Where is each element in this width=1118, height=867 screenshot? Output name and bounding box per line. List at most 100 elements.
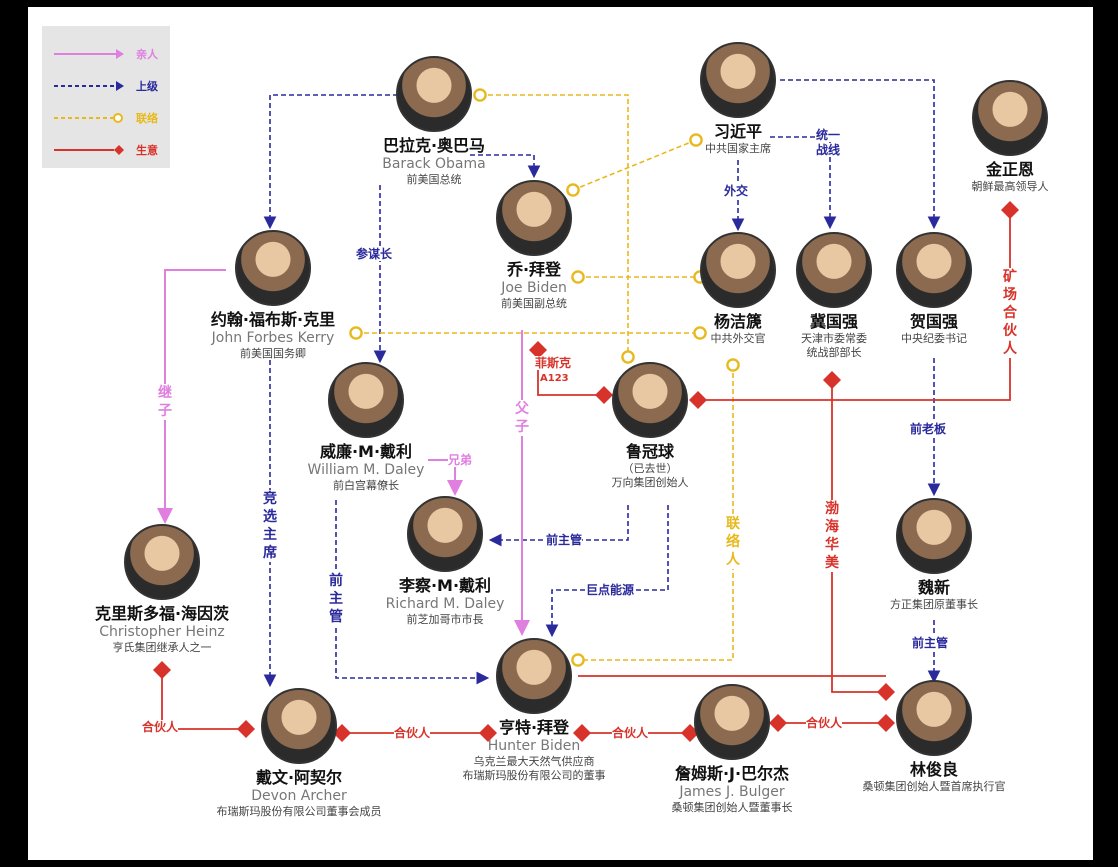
family-arrow-icon [54,49,124,59]
person-bulger: 詹姆斯·J·巴尔杰 James J. Bulger 桑顿集团创始人暨董事长 [642,684,822,815]
label-jizi: 继子 [157,384,173,420]
line-xi-biden [566,133,703,197]
portrait-icon [328,362,404,438]
line-xi-he [780,79,941,230]
person-name-cn: 亨特·拜登 [498,718,570,737]
business-line-icon [54,145,124,155]
label-fuzi: 父子 [514,400,530,436]
person-title: 前白宫幕僚长 [333,479,399,492]
person-name-cn: 金正恩 [985,160,1034,179]
label-zhanxian: 战线 [816,143,841,157]
label-fisker: 菲斯克 [535,356,572,370]
person-richard-daley: 李察·M·戴利 Richard M. Daley 前芝加哥市市長 [355,496,535,627]
label-kuangchang: 矿场合伙人 [1002,268,1018,358]
label-qianzhuguan-v: 前主管 [328,572,344,626]
legend-label: 亲人 [136,48,158,61]
label-xiongdi: 兄弟 [448,453,473,467]
person-xi: 习近平 中共国家主席 [648,42,828,156]
person-title: 前美国副总统 [501,297,567,310]
person-name-cn: 乔·拜登 [506,260,562,279]
portrait-icon [407,496,483,572]
person-william-daley: 威廉·M·戴利 William M. Daley 前白宫幕僚长 [276,362,456,493]
label-judian: 巨点能源 [586,583,635,597]
person-title: 万向集团创始人 [611,476,689,489]
person-ji: 冀国强 天津市委常委 统战部部长 [744,232,924,360]
person-lu: 鲁冠球 （已去世） 万向集团创始人 [560,362,740,490]
line-yang-hunter [571,358,740,667]
person-name-en: Joe Biden [501,280,567,296]
label-waijiao: 外交 [724,184,749,198]
person-name-en: Hunter Biden [487,738,581,754]
person-title: 亨氏集团继承人之一 [112,641,212,654]
portrait-icon [694,684,770,760]
legend-label: 生意 [136,144,158,157]
label-tongyi: 统一 [816,128,841,142]
legend-label: 联络 [136,112,158,125]
portrait-icon [896,232,972,308]
liaison-line-icon [54,113,123,123]
person-name-cn: 习近平 [713,122,762,141]
label-bohai: 渤海华美 [824,500,840,572]
person-name-cn: 鲁冠球 [625,442,674,461]
line-wdaley-hunter [335,500,490,685]
person-title: 天津市委常委 [801,332,867,345]
person-title: 中央纪委书记 [901,332,967,345]
portrait-icon [496,638,572,714]
person-title: 中共国家主席 [705,142,771,155]
person-biden: 乔·拜登 Joe Biden 前美国副总统 [444,180,624,311]
portrait-icon [700,232,776,308]
legend: 亲人 上级 联络 生意 [42,26,170,168]
person-obama: 巴拉克·奥巴马 Barack Obama 前美国总统 [344,56,524,187]
portrait-icon [896,498,972,574]
person-name-cn: 巴拉克·奥巴马 [382,136,486,155]
label-qianzhuguan-lu: 前主管 [546,533,583,547]
portrait-icon [612,362,688,438]
person-title: 桑顿集团创始人暨首席执行官 [862,780,1006,793]
legend-item-business: 生意 [54,142,164,158]
line-lu-hunter [545,505,669,638]
portrait-icon [896,680,972,756]
person-title-2: 统战部部长 [806,346,862,359]
person-title: 桑顿集团创始人暨董事长 [671,801,793,814]
person-note: （已去世） [622,462,678,475]
person-name-en: Richard M. Daley [385,596,505,612]
label-partner-hunter-bulger: 合伙人 [612,726,649,740]
person-name-cn: 李察·M·戴利 [398,576,492,595]
person-name-en: Barack Obama [382,156,486,172]
person-name-cn: 约翰·福布斯·克里 [210,310,336,329]
line-obama-kerry [263,94,398,230]
person-archer: 戴文·阿契尔 Devon Archer 布瑞斯玛股份有限公司董事会成员 [204,688,394,819]
portrait-icon [235,230,311,306]
portrait-icon [396,56,472,132]
person-title: 中共外交官 [710,332,766,345]
person-lin: 林俊良 桑顿集团创始人暨首席执行官 [834,680,1034,794]
line-ji-lin [823,371,895,701]
person-name-en: Devon Archer [251,788,347,804]
label-lianluoren: 联络人 [725,515,741,569]
person-name-cn: 克里斯多福·海因茨 [94,604,230,623]
person-title: 前美国总统 [406,173,462,186]
person-name-en: James J. Bulger [679,784,785,800]
portrait-icon [700,42,776,118]
person-title: 前芝加哥市市長 [406,613,484,626]
label-a123: A123 [540,372,569,386]
portrait-icon [124,524,200,600]
person-kim: 金正恩 朝鲜最高领导人 [920,80,1100,194]
person-name-cn: 魏新 [917,578,950,597]
person-hunter: 亨特·拜登 Hunter Biden 乌克兰最大天然气供应商 布瑞斯玛股份有限公… [444,638,624,783]
person-name-cn: 戴文·阿契尔 [255,768,343,787]
person-yang: 杨洁篪 中共外交官 [648,232,828,346]
person-name-en: William M. Daley [307,462,425,478]
portrait-icon [261,688,337,764]
legend-label: 上级 [136,80,158,93]
line-kerry-heinz [157,269,226,524]
person-name-en: John Forbes Kerry [211,330,335,346]
person-heinz: 克里斯多福·海因茨 Christopher Heinz 亨氏集团继承人之一 [72,524,252,655]
person-name-cn: 冀国强 [809,312,858,331]
person-title: 方正集团原董事长 [890,598,978,611]
person-kerry: 约翰·福布斯·克里 John Forbes Kerry 前美国国务卿 [183,230,363,361]
person-name-cn: 詹姆斯·J·巴尔杰 [674,764,790,783]
label-partner-archer-hunter: 合伙人 [394,726,431,740]
person-title: 布瑞斯玛股份有限公司董事会成员 [216,805,382,818]
label-partner-heinz-archer: 合伙人 [142,720,179,734]
